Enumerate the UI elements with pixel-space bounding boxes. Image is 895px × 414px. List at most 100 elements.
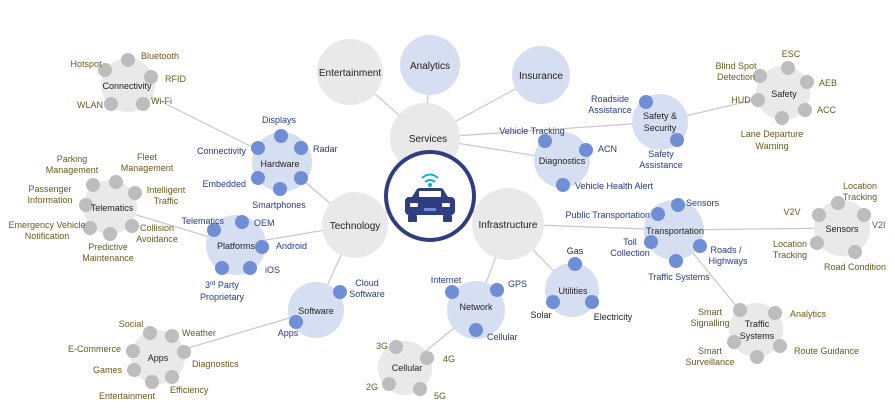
analytics-node: Analytics [400, 35, 460, 95]
telematics-item: Fleet [137, 152, 158, 162]
apps-item: E-Commerce [68, 344, 121, 354]
technology-circle [322, 192, 388, 258]
safety-item: ESC [782, 49, 801, 59]
hardware-label: Hardware [260, 159, 299, 169]
entertainment-node: Entertainment [317, 39, 383, 105]
safety-security-item: Assistance [639, 160, 683, 170]
sensors-item: V2V [783, 207, 800, 217]
traffic-systems-label: Systems [740, 331, 775, 341]
connectivity-cluster: Connectivity Hotspot Bluetooth RFID WLAN… [70, 51, 186, 112]
platforms-proprietary-line2: Proprietary [200, 292, 245, 302]
transportation-item: Collection [610, 248, 650, 258]
connectivity-item: Wi-Fi [151, 96, 172, 106]
traffic-systems-item: Route Guidance [794, 346, 859, 356]
platforms-label: Platforms [217, 241, 256, 251]
telematics-item: Avoidance [136, 234, 178, 244]
safety-security-item: Roadside [591, 94, 629, 104]
sensors-item: Tracking [773, 250, 807, 260]
safety-security-item: Assistance [588, 105, 632, 115]
telematics-item: Emergency Vehicle [8, 220, 85, 230]
services-label: Services [409, 134, 447, 145]
network-item: Internet [431, 275, 462, 285]
apps-label: Apps [148, 353, 169, 363]
safety-cluster: Safety ESC Blind Spot Detection AEB HUD … [715, 49, 837, 151]
safety-security-label: Security [644, 123, 677, 133]
telematics-item: Information [27, 195, 72, 205]
telematics-item: Predictive [88, 242, 128, 252]
technology-label: Technology [330, 221, 381, 232]
apps-item: Social [119, 319, 144, 329]
software-item: Software [349, 289, 385, 299]
network-cluster: Network Internet GPS Cellular [431, 275, 527, 342]
sensors-cluster: Sensors Location Tracking V2V V2I Locati… [773, 181, 886, 272]
diagnostics-cluster: Diagnostics Vehicle Tracking ACN Vehicle… [499, 126, 654, 192]
telematics-cluster: Telematics Parking Management Fleet Mana… [8, 152, 185, 263]
diagnostics-item: ACN [598, 144, 617, 154]
cellular-label: Cellular [392, 363, 423, 373]
transportation-cluster: Transportation Sensors Public Transporta… [565, 198, 748, 282]
sensors-label: Sensors [825, 224, 859, 234]
utilities-item: Solar [530, 310, 551, 320]
apps-cluster: Apps Social Weather E-Commerce Diagnosti… [68, 319, 239, 401]
traffic-systems-item: Smart [698, 307, 723, 317]
utilities-item: Electricity [594, 312, 633, 322]
cellular-item: 3G [376, 341, 388, 351]
diagnostics-item: Vehicle Tracking [499, 126, 565, 136]
telematics-item: Notification [25, 231, 70, 241]
sensors-item: Road Condition [824, 262, 886, 272]
utilities-cluster: Utilities Gas Solar Electricity [530, 246, 632, 322]
apps-item: Entertainment [99, 391, 156, 401]
hardware-item: Connectivity [197, 146, 247, 156]
traffic-systems-item: Surveillance [685, 357, 734, 367]
cellular-item: 4G [443, 354, 455, 364]
transportation-item: Public Transportation [565, 210, 650, 220]
connected-car-icon [405, 173, 455, 222]
safety-item: Lane Departure [741, 129, 804, 139]
traffic-systems-cluster: Traffic Systems Smart Signalling Analyti… [685, 303, 859, 367]
hardware-item: Smartphones [252, 200, 306, 210]
telematics-item: Parking [57, 154, 88, 164]
transportation-label: Transportation [646, 226, 704, 236]
safety-label: Safety [771, 89, 797, 99]
hardware-item: Displays [262, 115, 297, 125]
sensors-item: Location [773, 239, 807, 249]
software-label: Software [298, 306, 334, 316]
safety-item: HUD [731, 95, 751, 105]
infrastructure-label: Infrastructure [479, 220, 538, 231]
utilities-label: Utilities [558, 286, 588, 296]
infrastructure-cluster: Infrastructure [472, 188, 544, 260]
transportation-item: Highways [708, 256, 748, 266]
hardware-cluster: Hardware Displays Radar Smartphones Embe… [197, 115, 338, 210]
transportation-item: Toll [623, 237, 637, 247]
apps-item: Efficiency [170, 385, 209, 395]
diagnostics-label: Diagnostics [539, 156, 586, 166]
safety-security-cluster: Safety & Security Roadside Assistance Sa… [588, 94, 688, 170]
diagnostics-item: Vehicle Health Alert [575, 181, 654, 191]
insurance-circle [512, 46, 570, 104]
safety-security-item: Safety [648, 149, 674, 159]
telematics-item: Maintenance [82, 253, 134, 263]
connectivity-label: Connectivity [102, 81, 152, 91]
hardware-item: Radar [313, 144, 338, 154]
sensors-item: V2I [872, 220, 886, 230]
safety-item: AEB [819, 78, 837, 88]
apps-item: Games [93, 365, 123, 375]
sensors-item: Location [843, 181, 877, 191]
safety-item: Blind Spot [715, 61, 757, 71]
telematics-item: Passenger [28, 184, 71, 194]
platforms-item: Telematics [181, 216, 224, 226]
telematics-item: Collision [140, 223, 174, 233]
entertainment-label: Entertainment [319, 68, 381, 79]
safety-security-label: Safety & [643, 111, 677, 121]
apps-item: Diagnostics [192, 359, 239, 369]
safety-item: Warning [755, 141, 788, 151]
telematics-item: Intelligent [147, 185, 186, 195]
insurance-label: Insurance [519, 71, 563, 82]
entertainment-circle [317, 39, 383, 105]
sensors-item: Tracking [843, 192, 877, 202]
platforms-item: OEM [254, 218, 275, 228]
software-cluster: Software Cloud Software Apps [278, 278, 385, 338]
safety-item: Detection [717, 72, 755, 82]
